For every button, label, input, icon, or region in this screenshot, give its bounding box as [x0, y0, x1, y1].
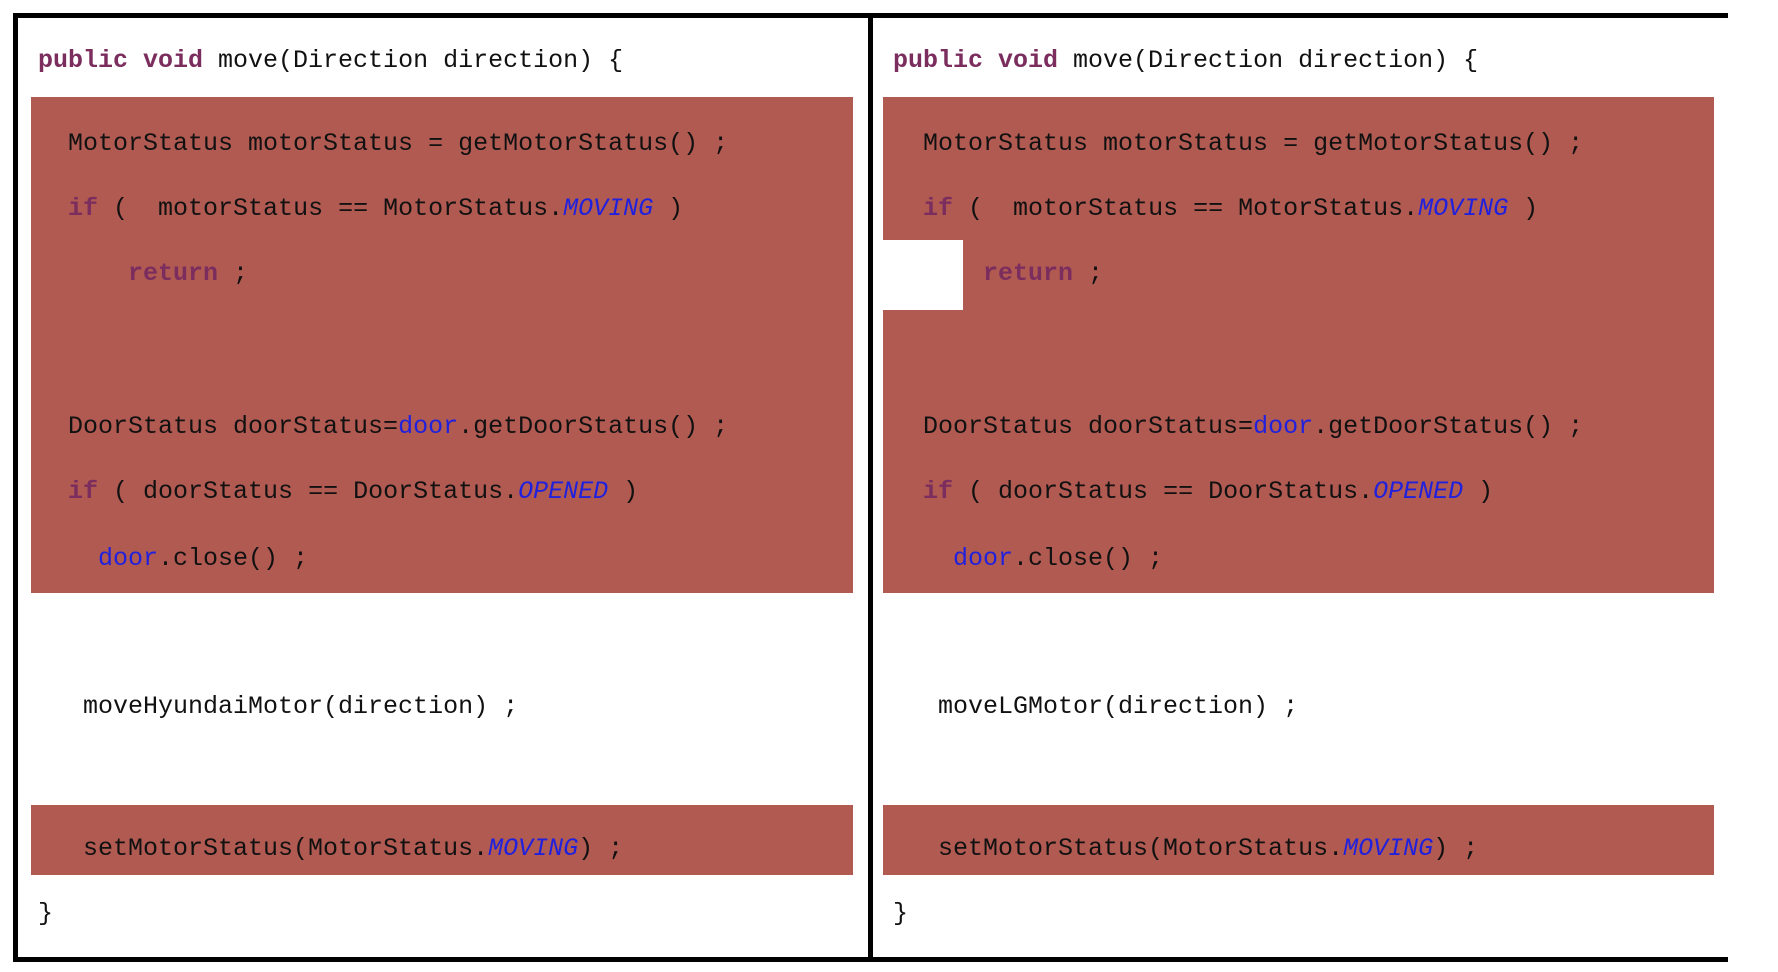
- code-token: [893, 544, 953, 573]
- code-token: ( doorStatus == DoorStatus.: [98, 477, 519, 506]
- code-line-method-signature: public void move(Direction direction) {: [38, 44, 868, 78]
- code-token: [38, 544, 98, 573]
- code-token: setMotorStatus(MotorStatus.: [893, 834, 1344, 863]
- enum-token: MOVING: [1418, 194, 1509, 223]
- code-token: .close() ;: [158, 544, 309, 573]
- code-line-if-motor-moving: if ( motorStatus == MotorStatus.MOVING ): [893, 192, 1728, 226]
- code-line-closing-brace: }: [893, 897, 1728, 931]
- code-line-if-door-opened: if ( doorStatus == DoorStatus.OPENED ): [893, 475, 1728, 509]
- code-token: moveLGMotor(direction) ;: [893, 692, 1299, 721]
- field-token: door: [1253, 412, 1314, 441]
- keyword-token: if: [923, 477, 954, 506]
- code-token: ;: [218, 259, 249, 288]
- duplicated-code-highlight-top-left: [31, 97, 853, 593]
- keyword-token: return: [983, 259, 1074, 288]
- keyword-token: if: [923, 194, 954, 223]
- code-token: ( motorStatus == MotorStatus.: [953, 194, 1419, 223]
- field-token: door: [953, 544, 1014, 573]
- code-token: ) ;: [578, 834, 624, 863]
- duplicated-code-highlight-bottom-right: [883, 805, 1714, 875]
- code-token: move(Direction direction) {: [1058, 46, 1479, 75]
- code-token: [38, 477, 68, 506]
- code-line-door-close: door.close() ;: [38, 542, 868, 576]
- field-token: door: [98, 544, 159, 573]
- code-line-get-motor-status: MotorStatus motorStatus = getMotorStatus…: [38, 127, 868, 161]
- code-token: ) ;: [1433, 834, 1479, 863]
- code-token: ( doorStatus == DoorStatus.: [953, 477, 1374, 506]
- code-line-move-hyundai-motor: moveHyundaiMotor(direction) ;: [38, 690, 868, 724]
- code-token: MotorStatus motorStatus = getMotorStatus…: [893, 129, 1584, 158]
- code-line-set-motor-status: setMotorStatus(MotorStatus.MOVING) ;: [893, 832, 1728, 866]
- right-code-panel: public void move(Direction direction) { …: [873, 18, 1728, 957]
- code-line-move-lg-motor: moveLGMotor(direction) ;: [893, 690, 1728, 724]
- duplicated-code-highlight-top-right: [883, 97, 1714, 593]
- code-token: ): [1463, 477, 1494, 506]
- code-token: moveHyundaiMotor(direction) ;: [38, 692, 519, 721]
- code-line-return: return ;: [893, 257, 1728, 291]
- code-line-set-motor-status: setMotorStatus(MotorStatus.MOVING) ;: [38, 832, 868, 866]
- enum-token: OPENED: [1373, 477, 1464, 506]
- code-token: MotorStatus motorStatus = getMotorStatus…: [38, 129, 729, 158]
- enum-token: MOVING: [1343, 834, 1434, 863]
- code-token: ): [653, 194, 684, 223]
- code-token: [38, 194, 68, 223]
- duplicated-code-highlight-bottom-left: [31, 805, 853, 875]
- code-token: setMotorStatus(MotorStatus.: [38, 834, 489, 863]
- highlight-gap-notch: [883, 240, 963, 310]
- enum-token: MOVING: [488, 834, 579, 863]
- code-token: [893, 259, 983, 288]
- field-token: door: [398, 412, 459, 441]
- keyword-token: public void: [38, 46, 204, 75]
- code-line-closing-brace: }: [38, 897, 868, 931]
- code-token: [893, 194, 923, 223]
- enum-token: MOVING: [563, 194, 654, 223]
- code-line-get-door-status: DoorStatus doorStatus=door.getDoorStatus…: [893, 410, 1728, 444]
- code-line-method-signature: public void move(Direction direction) {: [893, 44, 1728, 78]
- code-token: }: [893, 899, 909, 928]
- left-code-panel: public void move(Direction direction) { …: [18, 18, 868, 957]
- code-token: .getDoorStatus() ;: [458, 412, 729, 441]
- code-token: .getDoorStatus() ;: [1313, 412, 1584, 441]
- code-token: ): [1508, 194, 1539, 223]
- code-line-get-motor-status: MotorStatus motorStatus = getMotorStatus…: [893, 127, 1728, 161]
- panel-divider: [868, 18, 873, 957]
- keyword-token: return: [128, 259, 219, 288]
- code-token: ( motorStatus == MotorStatus.: [98, 194, 564, 223]
- enum-token: OPENED: [518, 477, 609, 506]
- code-token: .close() ;: [1013, 544, 1164, 573]
- keyword-token: if: [68, 194, 99, 223]
- code-line-return: return ;: [38, 257, 868, 291]
- code-token: [893, 477, 923, 506]
- code-token: move(Direction direction) {: [203, 46, 624, 75]
- code-token: }: [38, 899, 54, 928]
- code-line-if-motor-moving: if ( motorStatus == MotorStatus.MOVING ): [38, 192, 868, 226]
- code-token: DoorStatus doorStatus=: [38, 412, 399, 441]
- code-token: [38, 259, 128, 288]
- code-line-if-door-opened: if ( doorStatus == DoorStatus.OPENED ): [38, 475, 868, 509]
- code-token: DoorStatus doorStatus=: [893, 412, 1254, 441]
- code-comparison-frame: public void move(Direction direction) { …: [13, 13, 1728, 962]
- keyword-token: if: [68, 477, 99, 506]
- keyword-token: public void: [893, 46, 1059, 75]
- code-token: ): [608, 477, 639, 506]
- code-line-door-close: door.close() ;: [893, 542, 1728, 576]
- code-line-get-door-status: DoorStatus doorStatus=door.getDoorStatus…: [38, 410, 868, 444]
- code-token: ;: [1073, 259, 1104, 288]
